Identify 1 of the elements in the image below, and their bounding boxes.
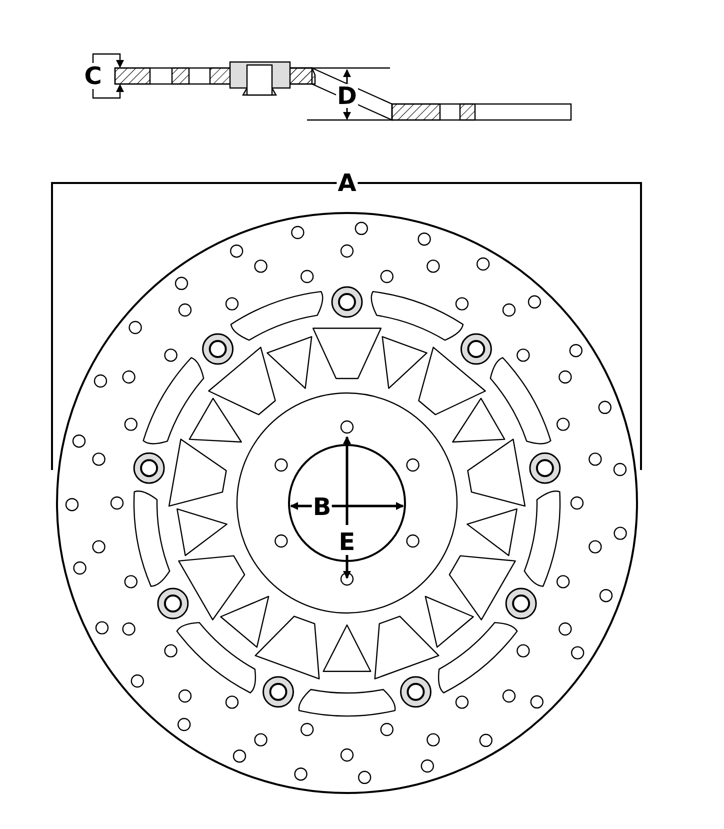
dimension-letter: D (336, 84, 358, 108)
